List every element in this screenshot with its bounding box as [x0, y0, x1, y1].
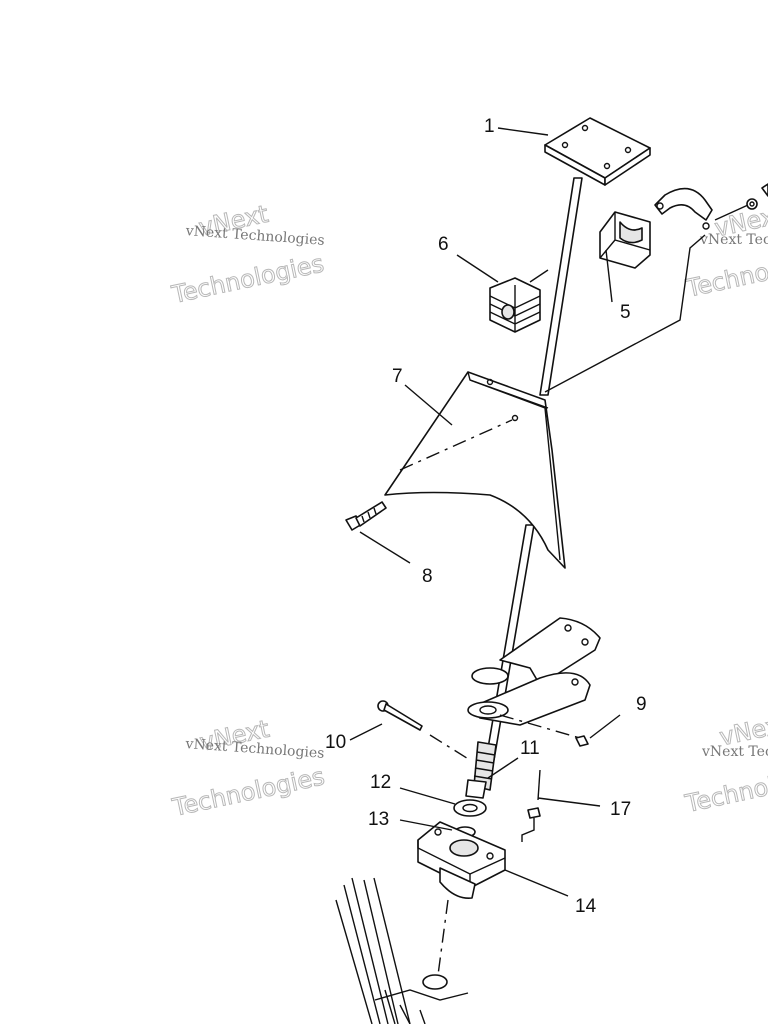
callout-17: 17 [610, 799, 631, 820]
lower-frame [335, 877, 469, 1024]
callout-10: 10 [325, 732, 346, 753]
part-14-lower-housing [417, 821, 506, 899]
watermark-text-2c: vNext Technologies [699, 232, 768, 248]
part-clamp-bracket [544, 183, 768, 393]
watermark-mid-left: vNext Technologies [169, 714, 328, 822]
part-17-screw [521, 769, 541, 842]
dash-panel [384, 371, 566, 569]
callout-14: 14 [575, 896, 597, 917]
support-bracket [467, 617, 601, 739]
watermark-text-3c: Technologies [683, 243, 768, 303]
part-6-rubber-mount [489, 269, 549, 333]
part-8-bolt [345, 501, 387, 531]
callout-6: 6 [438, 234, 449, 255]
watermark-text-3d: Technologies [682, 758, 768, 818]
watermark-text-3: Technologies [169, 249, 327, 309]
leader-lines [349, 127, 621, 897]
watermark-text-2b: vNext Technologies [184, 736, 325, 762]
callout-labels: 1 5 6 7 8 9 10 11 12 13 14 17 [325, 116, 647, 917]
part-9-pin [575, 735, 589, 747]
callout-1: 1 [484, 116, 495, 137]
watermark-top-left: vNext Technologies [168, 199, 327, 309]
callout-12: 12 [370, 772, 391, 793]
callout-13: 13 [368, 809, 389, 830]
callout-9: 9 [636, 694, 647, 715]
watermark-text-2d: vNext Technologies [701, 744, 768, 760]
part-1-mounting-plate [544, 117, 651, 186]
callout-8: 8 [422, 566, 433, 587]
watermark-text-3b: Technologies [169, 762, 327, 822]
callout-11: 11 [520, 738, 540, 759]
part-10-pin [377, 700, 471, 761]
callout-7: 7 [392, 366, 403, 387]
part-12-washer [453, 799, 487, 817]
part-5-bushing [599, 211, 651, 269]
callout-5: 5 [620, 302, 631, 323]
